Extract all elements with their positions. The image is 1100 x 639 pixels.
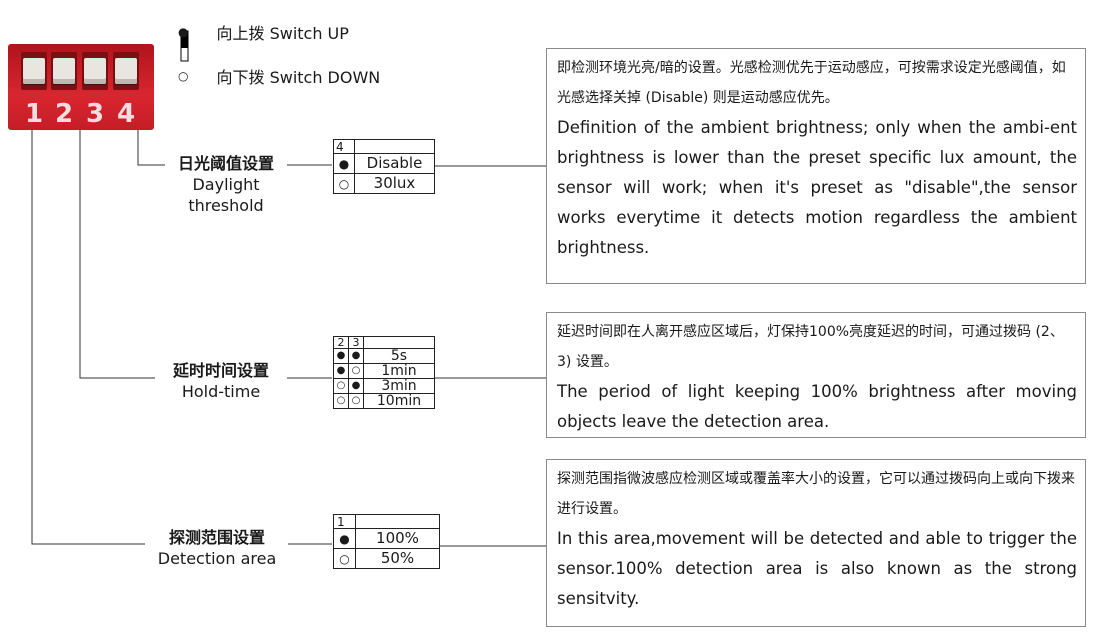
filled-circle-icon: ●	[333, 528, 356, 549]
detection-description: 探测范围指微波感应检测区域或覆盖率大小的设置，它可以通过拨码向上或向下拨来进行设…	[546, 459, 1086, 627]
detection-label-en: Detection area	[157, 549, 277, 568]
dip-key-3	[84, 58, 106, 84]
daylight-value-disable: Disable	[354, 153, 435, 174]
legend-down: ○ 向下拨 Switch DOWN	[178, 64, 380, 88]
open-circle-icon: ○	[333, 173, 355, 194]
dip-switch-image: 1 2 3 4	[8, 44, 154, 130]
filled-circle-icon: ●	[178, 25, 189, 39]
filled-circle-icon: ●	[333, 153, 355, 174]
filled-circle-icon: ●	[348, 378, 364, 394]
daylight-header-4: 4	[333, 139, 355, 154]
filled-circle-icon: ●	[333, 363, 349, 379]
hold-value: 10min	[363, 393, 435, 409]
detection-desc-en: In this area,movement will be detected a…	[557, 529, 1077, 608]
dip-number-4: 4	[116, 99, 136, 129]
table-row: ○ 30lux	[333, 173, 435, 194]
daylight-label-en-1: Daylight	[192, 175, 260, 194]
detection-value-50: 50%	[355, 548, 440, 569]
hold-label: 延时时间设置 Hold-time	[156, 360, 286, 402]
daylight-desc-zh: 即检测环境光亮/暗的设置。光感检测优先于运动感应，可按需求设定光感阈值，如光感选…	[557, 60, 1066, 106]
daylight-label: 日光阈值设置 Daylight threshold	[166, 153, 286, 216]
daylight-label-zh: 日光阈值设置	[177, 154, 274, 173]
hold-desc-en: The period of light keeping 100% brightn…	[557, 382, 1077, 431]
table-row: ○ ● 3min	[333, 378, 435, 394]
open-circle-icon: ○	[348, 393, 364, 409]
legend-up: ● 向上拨 Switch UP	[178, 20, 349, 44]
hold-description: 延迟时间即在人离开感应区域后，灯保持100%亮度延迟的时间，可通过拨码 (2、3…	[546, 312, 1086, 438]
table-row: ○ 50%	[333, 548, 440, 569]
dip-number-2: 2	[54, 99, 74, 129]
dip-key-1	[23, 58, 45, 84]
hold-value: 3min	[363, 378, 435, 394]
detection-table: 1 ● 100% ○ 50%	[333, 514, 440, 569]
filled-circle-icon: ●	[333, 348, 349, 364]
hold-header-2: 2	[333, 336, 349, 349]
daylight-description: 即检测环境光亮/暗的设置。光感检测优先于运动感应，可按需求设定光感阈值，如光感选…	[546, 48, 1086, 284]
detection-label-zh: 探测范围设置	[168, 528, 265, 547]
detection-desc-zh: 探测范围指微波感应检测区域或覆盖率大小的设置，它可以通过拨码向上或向下拨来进行设…	[557, 471, 1075, 517]
table-row: ● Disable	[333, 153, 435, 174]
dip-number-1: 1	[24, 99, 44, 129]
table-row: ● 100%	[333, 528, 440, 549]
hold-value: 1min	[363, 363, 435, 379]
open-circle-icon: ○	[348, 363, 364, 379]
dip-key-4	[115, 58, 137, 84]
hold-desc-zh: 延迟时间即在人离开感应区域后，灯保持100%亮度延迟的时间，可通过拨码 (2、3…	[557, 324, 1064, 370]
hold-value: 5s	[363, 348, 435, 364]
hold-label-en: Hold-time	[181, 382, 261, 401]
daylight-desc-en: Definition of the ambient brightness; on…	[557, 118, 1077, 257]
dip-key-2	[53, 58, 75, 84]
detection-header-1: 1	[333, 514, 356, 529]
table-row: ● ○ 1min	[333, 363, 435, 379]
filled-circle-icon: ●	[348, 348, 364, 364]
detection-value-100: 100%	[355, 528, 440, 549]
legend-down-text: 向下拨 Switch DOWN	[216, 68, 381, 87]
dip-number-3: 3	[85, 99, 105, 129]
hold-header-3: 3	[348, 336, 364, 349]
legend-up-text: 向上拨 Switch UP	[216, 24, 349, 43]
open-circle-icon: ○	[333, 548, 356, 569]
table-row: ○ ○ 10min	[333, 393, 435, 409]
hold-table: 2 3 ● ● 5s ● ○ 1min ○ ● 3min ○ ○ 10min	[333, 336, 435, 409]
open-circle-icon: ○	[333, 378, 349, 394]
detection-label: 探测范围设置 Detection area	[146, 527, 288, 569]
open-circle-icon: ○	[333, 393, 349, 409]
daylight-label-en-2: threshold	[188, 196, 264, 215]
daylight-table: 4 ● Disable ○ 30lux	[333, 139, 435, 194]
hold-label-zh: 延时时间设置	[172, 361, 269, 380]
open-circle-icon: ○	[178, 69, 189, 83]
daylight-value-30lux: 30lux	[354, 173, 435, 194]
table-row: ● ● 5s	[333, 348, 435, 364]
